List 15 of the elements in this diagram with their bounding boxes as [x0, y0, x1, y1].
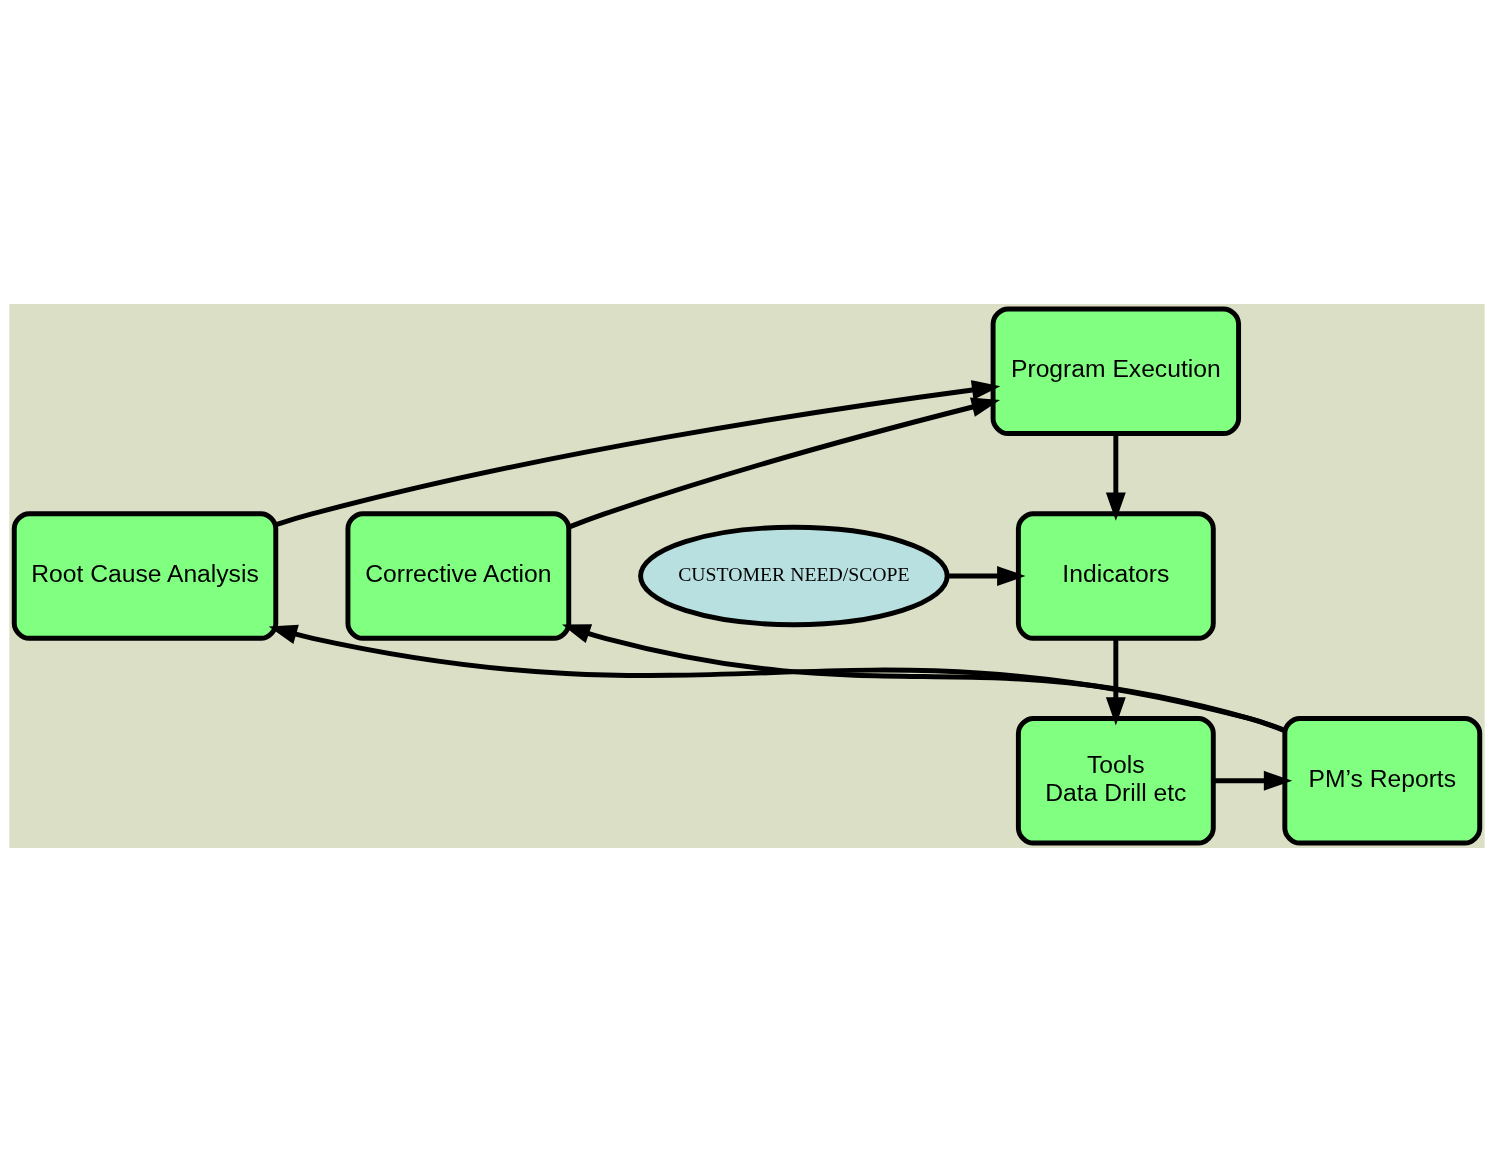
node-ellipse: CUSTOMER NEED/SCOPE — [638, 524, 950, 627]
node-box: Root Cause Analysis — [11, 510, 279, 641]
node-box: Tools Data Drill etc — [1015, 715, 1216, 846]
arrow — [567, 396, 1000, 529]
arrow — [275, 379, 1001, 527]
arrow — [1105, 433, 1126, 521]
arrow — [268, 624, 1286, 733]
node-box: Program Execution — [990, 305, 1242, 436]
node-box: Indicators — [1015, 510, 1216, 641]
arrow — [562, 623, 1286, 733]
arrow — [1105, 638, 1126, 726]
node-box: Corrective Action — [345, 510, 572, 641]
arrow — [1213, 770, 1293, 791]
arrow — [947, 565, 1026, 586]
node-box: PM’s Reports — [1282, 715, 1483, 846]
